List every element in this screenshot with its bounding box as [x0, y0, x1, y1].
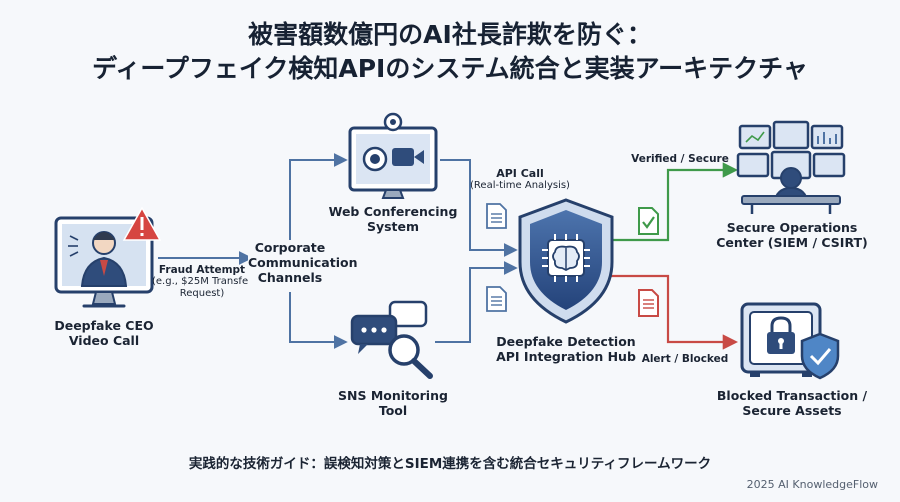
flow-connectors [158, 153, 518, 349]
arrow-web-to-hub [440, 159, 518, 257]
alert-document-icon [638, 289, 659, 317]
vault-shield-icon [740, 302, 840, 380]
arrow-channels-to-web [289, 153, 348, 240]
arrow-sns-to-hub [435, 261, 518, 343]
deepfake-call-label: Deepfake CEO Video Call [54, 318, 154, 348]
channels-label: Corporate Communication Channels [248, 240, 358, 285]
api-call-label: API Call (Real-time Analysis) [470, 167, 570, 192]
web-conferencing-label: Web Conferencing System [328, 204, 458, 234]
blocked-label: Blocked Transaction / Secure Assets [716, 388, 868, 418]
arrow-hub-to-blocked [608, 274, 739, 350]
document-icon [486, 203, 507, 229]
shield-brain-chip-icon [518, 198, 614, 324]
title-line-2: ディープフェイク検知APIのシステム統合と実装アーキテクチャ [92, 54, 808, 83]
chat-magnifier-icon [350, 300, 433, 379]
arrow-channels-to-sns [289, 292, 348, 349]
ceo-video-call-monitor-icon [54, 206, 162, 308]
soc-label: Secure Operations Center (SIEM / CSIRT) [716, 220, 868, 250]
operations-center-icon [736, 120, 846, 214]
verified-label: Verified / Secure [631, 153, 729, 165]
video-conference-monitor-icon [348, 112, 438, 199]
page-title: 被害額数億円のAI社長詐欺を防ぐ： ディープフェイク検知APIのシステム統合と実… [0, 18, 900, 86]
credit-text: 2025 AI KnowledgeFlow [746, 478, 878, 491]
sns-monitoring-label: SNS Monitoring Tool [338, 388, 448, 418]
warning-icon [122, 206, 162, 241]
title-line-1: 被害額数億円のAI社長詐欺を防ぐ： [248, 20, 652, 49]
detection-hub-label: Deepfake Detection API Integration Hub [496, 334, 636, 364]
document-icon [486, 286, 507, 312]
arrow-hub-to-soc [608, 162, 739, 242]
verified-document-icon [638, 207, 659, 235]
alert-label: Alert / Blocked [641, 353, 729, 365]
footer-caption: 実践的な技術ガイド：誤検知対策とSIEM連携を含む統合セキュリティフレームワーク [188, 456, 712, 472]
fraud-attempt-label: Fraud Attempt (e.g., $25M Transfer Reque… [152, 264, 253, 299]
